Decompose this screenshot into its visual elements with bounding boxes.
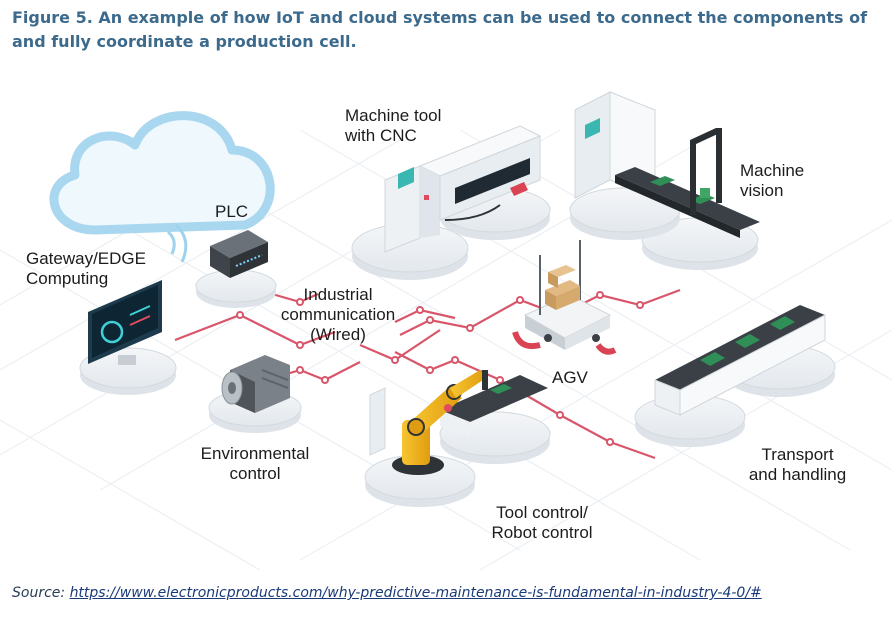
label-machine-vision-line-1: Machine xyxy=(740,161,805,180)
label-machine-tool-line-1: Machine tool xyxy=(345,106,442,125)
agv-vehicle xyxy=(512,240,617,355)
label-machine-vision: Machine vision xyxy=(740,161,804,201)
label-agv: AGV xyxy=(552,368,588,388)
plc-device xyxy=(195,230,277,308)
label-industrial-line-2: communication xyxy=(280,305,396,324)
label-tool-control-line-2: Robot control xyxy=(491,523,593,542)
iot-production-cell-diagram xyxy=(0,91,892,571)
caption-line-1: Figure 5. An example of how IoT and clou… xyxy=(12,8,868,27)
label-transport-handling: Transport and handling xyxy=(735,445,860,485)
label-agv-text: AGV xyxy=(552,368,588,387)
label-gateway: Gateway/EDGE Computing xyxy=(26,249,146,289)
label-plc-text: PLC xyxy=(215,202,249,221)
wifi-icon xyxy=(166,223,188,263)
label-environmental-control: Environmental control xyxy=(190,444,320,484)
source-prefix: Source: xyxy=(12,585,70,601)
label-machine-tool: Machine tool with CNC xyxy=(345,106,441,146)
figure-caption: Figure 5. An example of how IoT and clou… xyxy=(12,6,872,54)
label-gateway-line-2: Computing xyxy=(26,269,109,288)
label-plc: PLC xyxy=(215,202,248,222)
gateway-edge-computing xyxy=(79,280,177,395)
label-transport-line-1: Transport xyxy=(761,445,834,464)
label-industrial-line-1: Industrial xyxy=(303,285,373,304)
label-industrial-communication: Industrial communication (Wired) xyxy=(268,285,408,345)
label-environmental-line-2: control xyxy=(229,464,281,483)
cloud-icon xyxy=(49,111,275,235)
label-environmental-line-1: Environmental xyxy=(200,444,310,463)
source-citation: Source: https://www.electronicproducts.c… xyxy=(12,585,882,601)
label-transport-line-2: and handling xyxy=(748,465,847,484)
environmental-control-motor xyxy=(208,355,302,433)
label-industrial-line-3: (Wired) xyxy=(310,325,366,344)
label-tool-control-line-1: Tool control/ xyxy=(496,503,588,522)
machine-vision xyxy=(569,91,760,270)
source-link[interactable]: https://www.electronicproducts.com/why-p… xyxy=(69,585,762,601)
label-machine-vision-line-2: vision xyxy=(740,181,784,200)
label-tool-robot-control: Tool control/ Robot control xyxy=(478,503,606,543)
caption-line-2: and fully coordinate a production cell. xyxy=(12,32,357,51)
transport-conveyor xyxy=(634,305,836,447)
machine-tool-cnc xyxy=(351,125,551,280)
label-gateway-line-1: Gateway/EDGE xyxy=(26,249,146,268)
label-machine-tool-line-2: with CNC xyxy=(345,126,417,145)
robot-arm xyxy=(364,370,551,507)
